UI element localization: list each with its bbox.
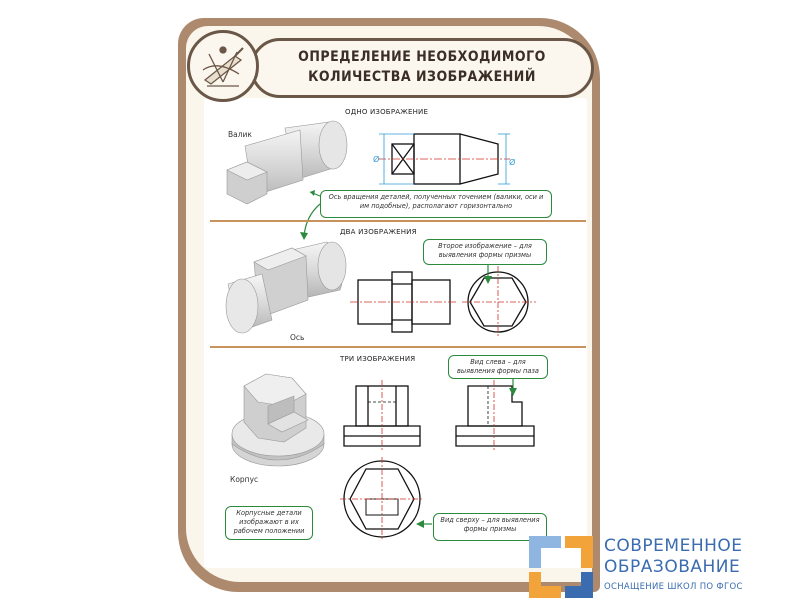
callout-left-view: Вид слева – для выявления формы паза [448,355,548,379]
callout-second-view: Второе изображение – для выявления формы… [423,239,547,265]
title-line-1: ОПРЕДЕЛЕНИЕ НЕОБХОДИМОГО [298,49,546,65]
company-logo-icon [529,536,593,598]
title-box: ОПРЕДЕЛЕНИЕ НЕОБХОДИМОГО КОЛИЧЕСТВА ИЗОБ… [250,38,594,98]
logo-line-3: ОСНАЩЕНИЕ ШКОЛ ПО ФГОС [604,582,743,592]
section-divider-1 [210,220,586,222]
logo-line-1: СОВРЕМЕННОЕ [604,536,743,556]
housing-3d-illustration [231,373,325,467]
diameter-symbol-left: Ø [373,154,379,164]
drafting-tools-icon [202,46,244,87]
logo-line-2: ОБРАЗОВАНИЕ [604,557,741,577]
part-label-os: Ось [290,333,305,342]
section-heading-three-views: ТРИ ИЗОБРАЖЕНИЯ [340,355,416,363]
emblem [187,30,259,102]
axis-front-view-drawing [350,271,458,333]
section-heading-one-view: ОДНО ИЗОБРАЖЕНИЕ [345,108,429,116]
callout-valik-axis: Ось вращения деталей, полученных точение… [320,190,552,218]
part-label-valik: Валик [228,130,252,139]
callout-working-position: Корпусные детали изображают в их рабочем… [225,506,313,540]
axis-3d-illustration [225,241,347,334]
callout-arrow-icon [416,520,432,528]
valik-3d-illustration [226,120,348,205]
housing-left-view-drawing [455,380,535,450]
callout-arrow-icon [509,378,517,396]
valik-front-view-drawing: Ø Ø [373,133,515,185]
section-divider-2 [210,346,586,348]
housing-front-view-drawing [343,380,421,450]
housing-top-view-drawing [340,457,424,541]
diameter-symbol-right: Ø [509,157,515,167]
section-heading-two-views: ДВА ИЗОБРАЖЕНИЯ [340,228,417,236]
callout-top-view: Вид сверху – для выявления формы призмы [433,513,547,541]
callout-arrow-icon [300,190,321,240]
part-label-korpus: Корпус [230,475,259,484]
callout-arrow-icon [484,264,492,284]
title-line-2: КОЛИЧЕСТВА ИЗОБРАЖЕНИЙ [308,69,536,85]
axis-side-view-drawing [462,266,536,338]
